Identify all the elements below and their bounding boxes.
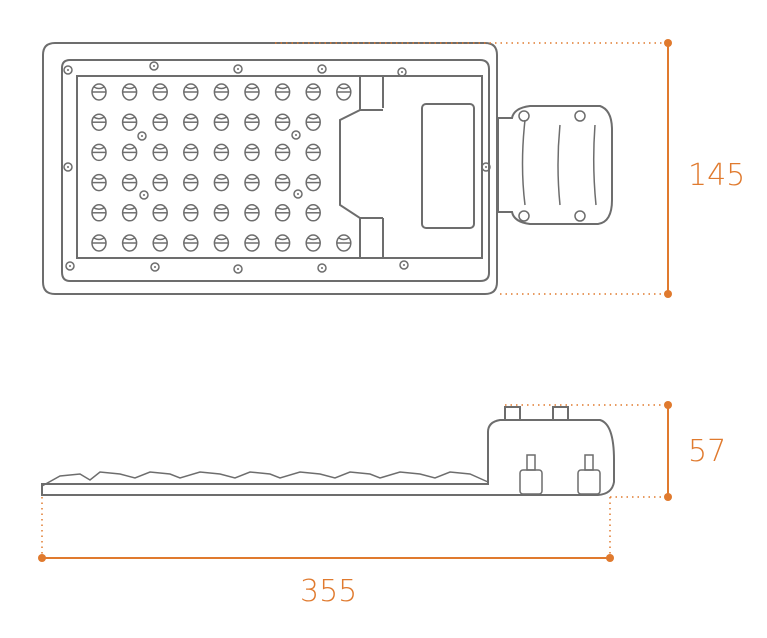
led-lens xyxy=(274,143,291,162)
screw-icon xyxy=(317,263,327,273)
screw-icon xyxy=(397,67,407,77)
led-lens xyxy=(152,83,168,101)
led-lens xyxy=(152,234,168,252)
led-lens xyxy=(305,173,321,192)
led-lens xyxy=(152,204,168,222)
led-lens xyxy=(91,143,107,162)
led-lens xyxy=(305,143,321,162)
led-lens xyxy=(121,204,138,222)
led-lens xyxy=(183,113,199,131)
led-lens xyxy=(305,204,321,222)
led-lens xyxy=(305,234,321,252)
led-array xyxy=(91,83,352,252)
led-lens xyxy=(244,143,260,162)
led-lens xyxy=(274,113,291,131)
led-lens xyxy=(244,83,260,101)
screw-icon xyxy=(63,162,73,172)
led-lens xyxy=(305,83,321,101)
led-lens xyxy=(213,143,230,162)
led-lens xyxy=(213,234,230,252)
led-lens xyxy=(121,173,138,192)
length-dimension-label: 355 xyxy=(300,574,358,609)
led-lens xyxy=(213,204,230,222)
led-lens xyxy=(274,204,291,222)
screw-icon xyxy=(63,65,73,75)
led-lens xyxy=(121,83,138,101)
led-lens xyxy=(121,113,138,131)
led-lens xyxy=(183,83,199,101)
screw-icon xyxy=(65,261,75,271)
led-lens xyxy=(152,113,168,131)
led-lens xyxy=(274,173,291,192)
led-lens xyxy=(183,204,199,222)
led-lens xyxy=(244,204,260,222)
screw-icon xyxy=(150,262,160,272)
screw-icon xyxy=(291,130,301,140)
led-lens xyxy=(183,234,199,252)
depth-dimension-label: 57 xyxy=(688,434,727,469)
side-view xyxy=(41,406,615,496)
height-dimension-label: 145 xyxy=(688,158,746,193)
led-lens xyxy=(244,234,260,252)
mounting-bracket xyxy=(497,105,613,225)
screw-icon xyxy=(481,162,491,172)
led-lens xyxy=(91,173,107,192)
led-lens xyxy=(213,83,230,101)
screw-icon xyxy=(139,190,149,200)
led-lens xyxy=(183,173,199,192)
screw-icon xyxy=(233,64,243,74)
led-lens xyxy=(91,83,107,101)
led-lens xyxy=(121,143,138,162)
led-lens xyxy=(274,234,291,252)
led-lens xyxy=(213,113,230,131)
screws xyxy=(63,61,491,274)
led-lens xyxy=(152,173,168,192)
led-lens xyxy=(183,143,199,162)
led-lens xyxy=(336,234,352,252)
screw-icon xyxy=(399,260,409,270)
led-lens xyxy=(91,204,107,222)
dimension-lines xyxy=(38,39,672,562)
led-lens xyxy=(91,234,107,252)
led-lens xyxy=(274,83,291,101)
led-lens xyxy=(213,173,230,192)
led-lens xyxy=(244,113,260,131)
led-lens xyxy=(244,173,260,192)
top-view xyxy=(42,42,613,295)
led-lens xyxy=(152,143,168,162)
led-lens xyxy=(305,113,321,131)
screw-icon xyxy=(233,264,243,274)
led-lens xyxy=(91,113,107,131)
screw-icon xyxy=(293,189,303,199)
screw-icon xyxy=(137,131,147,141)
screw-icon xyxy=(317,64,327,74)
led-lens xyxy=(121,234,138,252)
led-lens xyxy=(336,83,352,101)
screw-icon xyxy=(149,61,159,71)
